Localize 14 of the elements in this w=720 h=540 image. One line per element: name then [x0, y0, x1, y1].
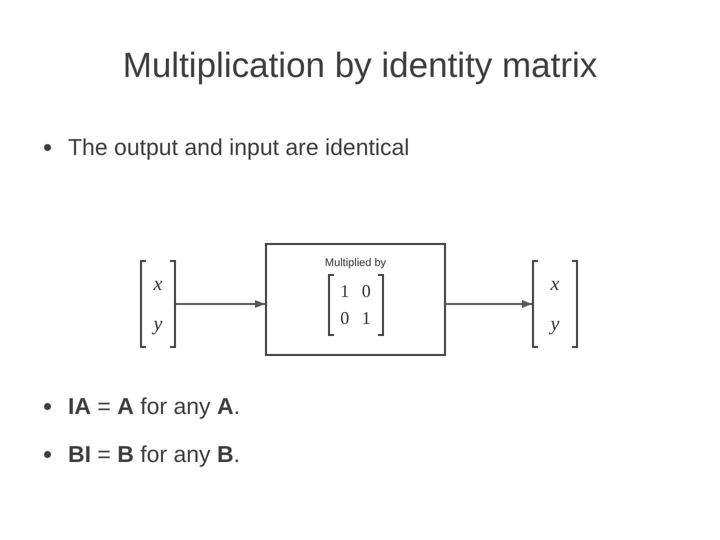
vector-entry: y — [154, 314, 162, 334]
slide-title: Multiplication by identity matrix — [122, 45, 598, 87]
vector-entry: x — [550, 274, 560, 294]
vector-entry: x — [154, 274, 162, 294]
bullet-text: The output and input are identical — [68, 133, 410, 162]
matrix-row: 1 0 — [340, 282, 371, 300]
bullet-text: BI = B for any B. — [68, 440, 240, 469]
matrix-row: 0 1 — [340, 309, 371, 328]
process-box — [265, 243, 446, 356]
bullet-text: IA = A for any A. — [68, 392, 240, 421]
box-heading: Multiplied by — [324, 257, 386, 271]
arrow — [446, 300, 532, 308]
vector-entry: y — [550, 314, 560, 334]
arrow — [176, 300, 265, 308]
